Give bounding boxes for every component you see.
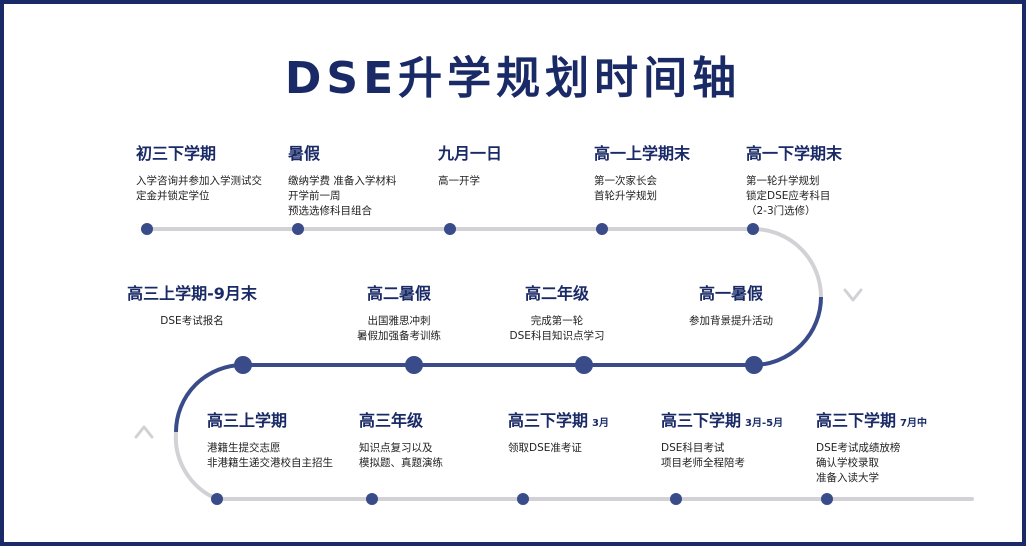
timeline-dot-row3-3 xyxy=(517,493,529,505)
stage-title-text: 高一下学期末 xyxy=(746,144,843,163)
stage-title-text: 高三下学期 xyxy=(661,411,742,430)
stage-desc-line: 准备入读大学 xyxy=(816,472,879,484)
stage-desc-line: 模拟题、真题演练 xyxy=(359,457,443,469)
timeline-dot-row1-4 xyxy=(596,223,608,235)
timeline-dot-row3-4 xyxy=(670,493,682,505)
stage-title-text: 初三下学期 xyxy=(136,144,217,163)
stage-title-period: 7月中 xyxy=(900,418,927,429)
stage-desc-row3-3: 领取DSE准考证 xyxy=(508,441,582,456)
stage-desc-line: DSE考试成绩放榜 xyxy=(816,442,901,454)
stage-desc-line: 非港籍生递交港校自主招生 xyxy=(207,457,333,469)
stage-title-row1-5: 高一下学期末 xyxy=(746,144,842,164)
stage-desc-row3-2: 知识点复习以及模拟题、真题演练 xyxy=(359,441,443,471)
stage-desc-row1-1: 入学咨询并参加入学测试交定金并锁定学位 xyxy=(136,174,262,204)
stage-title-row2-4: 高一暑假 xyxy=(699,284,763,304)
page-title: DSE升学规划时间轴 xyxy=(284,53,742,104)
stage-title-text: 高三年级 xyxy=(359,411,424,430)
stage-desc-row3-5: DSE考试成绩放榜确认学校录取准备入读大学 xyxy=(816,441,900,486)
stage-desc-line: 首轮升学规划 xyxy=(594,190,657,202)
timeline-track xyxy=(134,223,974,505)
stage-desc-line: 第一次家长会 xyxy=(594,175,657,187)
timeline-dot-row1-3 xyxy=(444,223,456,235)
stage-desc-line: 定金并锁定学位 xyxy=(136,190,210,202)
stage-title-row1-4: 高一上学期末 xyxy=(594,144,690,164)
stage-desc-line: 确认学校录取 xyxy=(816,457,879,469)
stage-title-text: 九月一日 xyxy=(438,144,503,163)
stage-desc-line: DSE科目考试 xyxy=(661,442,725,454)
timeline-dot-row2-2 xyxy=(405,356,423,374)
stage-title-text: 高二暑假 xyxy=(366,284,432,303)
stage-title-text: 高一暑假 xyxy=(698,284,764,303)
stage-title-row2-1: 高三上学期-9月末 xyxy=(127,284,257,304)
stage-title-text: 暑假 xyxy=(288,144,321,163)
stage-desc-line: （2-3门选修） xyxy=(746,205,816,217)
stage-title-text: 高三上学期 xyxy=(207,411,288,430)
stage-desc-line: DSE考试报名 xyxy=(160,315,224,327)
stage-desc-line: 参加背景提升活动 xyxy=(689,315,773,327)
stage-title-row2-2: 高二暑假 xyxy=(367,284,431,304)
stage-desc-row3-4: DSE科目考试项目老师全程陪考 xyxy=(661,441,745,471)
timeline-dot-row1-2 xyxy=(292,223,304,235)
stage-title-row1-3: 九月一日 xyxy=(438,144,502,164)
stage-desc-line: 缴纳学费 准备入学材料 xyxy=(288,175,397,187)
stage-desc-line: 预选选修科目组合 xyxy=(288,205,372,217)
track-turn-right-lower xyxy=(752,296,823,367)
track-turn-right-upper xyxy=(752,227,823,298)
stage-title-row2-3: 高二年级 xyxy=(525,284,589,304)
chevron-up-icon xyxy=(134,425,154,439)
stage-desc-line: 开学前一周 xyxy=(288,190,341,202)
stage-desc-line: 完成第一轮 xyxy=(530,315,584,327)
stage-title-period: 3月-5月 xyxy=(745,418,784,429)
stage-desc-line: 第一轮升学规划 xyxy=(746,175,820,187)
stage-title-row1-2: 暑假 xyxy=(288,144,320,164)
stage-desc-row2-2: 出国雅思冲刺暑假加强备考训练 xyxy=(357,314,441,344)
stage-desc-line: 锁定DSE应考科目 xyxy=(746,190,831,202)
stage-title-row3-1: 高三上学期 xyxy=(207,411,287,431)
timeline-dot-row3-1 xyxy=(211,493,223,505)
stage-desc-row1-4: 第一次家长会首轮升学规划 xyxy=(594,174,657,204)
stage-desc-line: 高一开学 xyxy=(438,175,480,187)
timeline-dot-row3-2 xyxy=(366,493,378,505)
stage-desc-line: 出国雅思冲刺 xyxy=(367,315,431,327)
chevron-down-icon xyxy=(843,288,863,302)
stage-desc-line: DSE科目知识点学习 xyxy=(509,330,605,342)
stage-desc-row2-1: DSE考试报名 xyxy=(160,314,223,329)
stage-desc-row2-3: 完成第一轮 DSE科目知识点学习 xyxy=(510,314,605,344)
track-turn-left-lower xyxy=(173,431,218,501)
stage-title-text: 高二年级 xyxy=(524,284,590,303)
timeline-dot-row2-4 xyxy=(745,356,763,374)
stage-desc-row1-5: 第一轮升学规划锁定DSE应考科目 （2-3门选修） xyxy=(746,174,830,219)
track-turn-left-upper xyxy=(174,363,244,433)
stage-title-text: 高三上学期-9月末 xyxy=(127,284,257,303)
stage-title-row1-1: 初三下学期 xyxy=(136,144,216,164)
stage-desc-row2-4: 参加背景提升活动 xyxy=(689,314,773,329)
timeline-dot-row2-1 xyxy=(234,356,252,374)
stage-desc-line: 入学咨询并参加入学测试交 xyxy=(136,175,262,187)
stage-desc-row1-2: 缴纳学费 准备入学材料开学前一周预选选修科目组合 xyxy=(288,174,396,219)
stage-desc-line: 知识点复习以及 xyxy=(359,442,433,454)
stage-title-row3-2: 高三年级 xyxy=(359,411,423,431)
stage-desc-row1-3: 高一开学 xyxy=(438,174,480,189)
stage-desc-line: 港籍生提交志愿 xyxy=(207,442,281,454)
stage-title-period: 3月 xyxy=(592,418,609,429)
timeline-dot-row2-3 xyxy=(575,356,593,374)
stage-desc-row3-1: 港籍生提交志愿非港籍生递交港校自主招生 xyxy=(207,441,333,471)
stage-title-text: 高三下学期 xyxy=(816,411,897,430)
stage-desc-line: 项目老师全程陪考 xyxy=(661,457,745,469)
timeline-dot-row3-5 xyxy=(821,493,833,505)
timeline-dot-row1-1 xyxy=(141,223,153,235)
stage-desc-line: 暑假加强备考训练 xyxy=(357,330,441,342)
timeline-dot-row1-5 xyxy=(747,223,759,235)
stage-desc-line: 领取DSE准考证 xyxy=(508,442,582,454)
stage-title-text: 高三下学期 xyxy=(508,411,589,430)
stage-title-text: 高一上学期末 xyxy=(594,144,691,163)
